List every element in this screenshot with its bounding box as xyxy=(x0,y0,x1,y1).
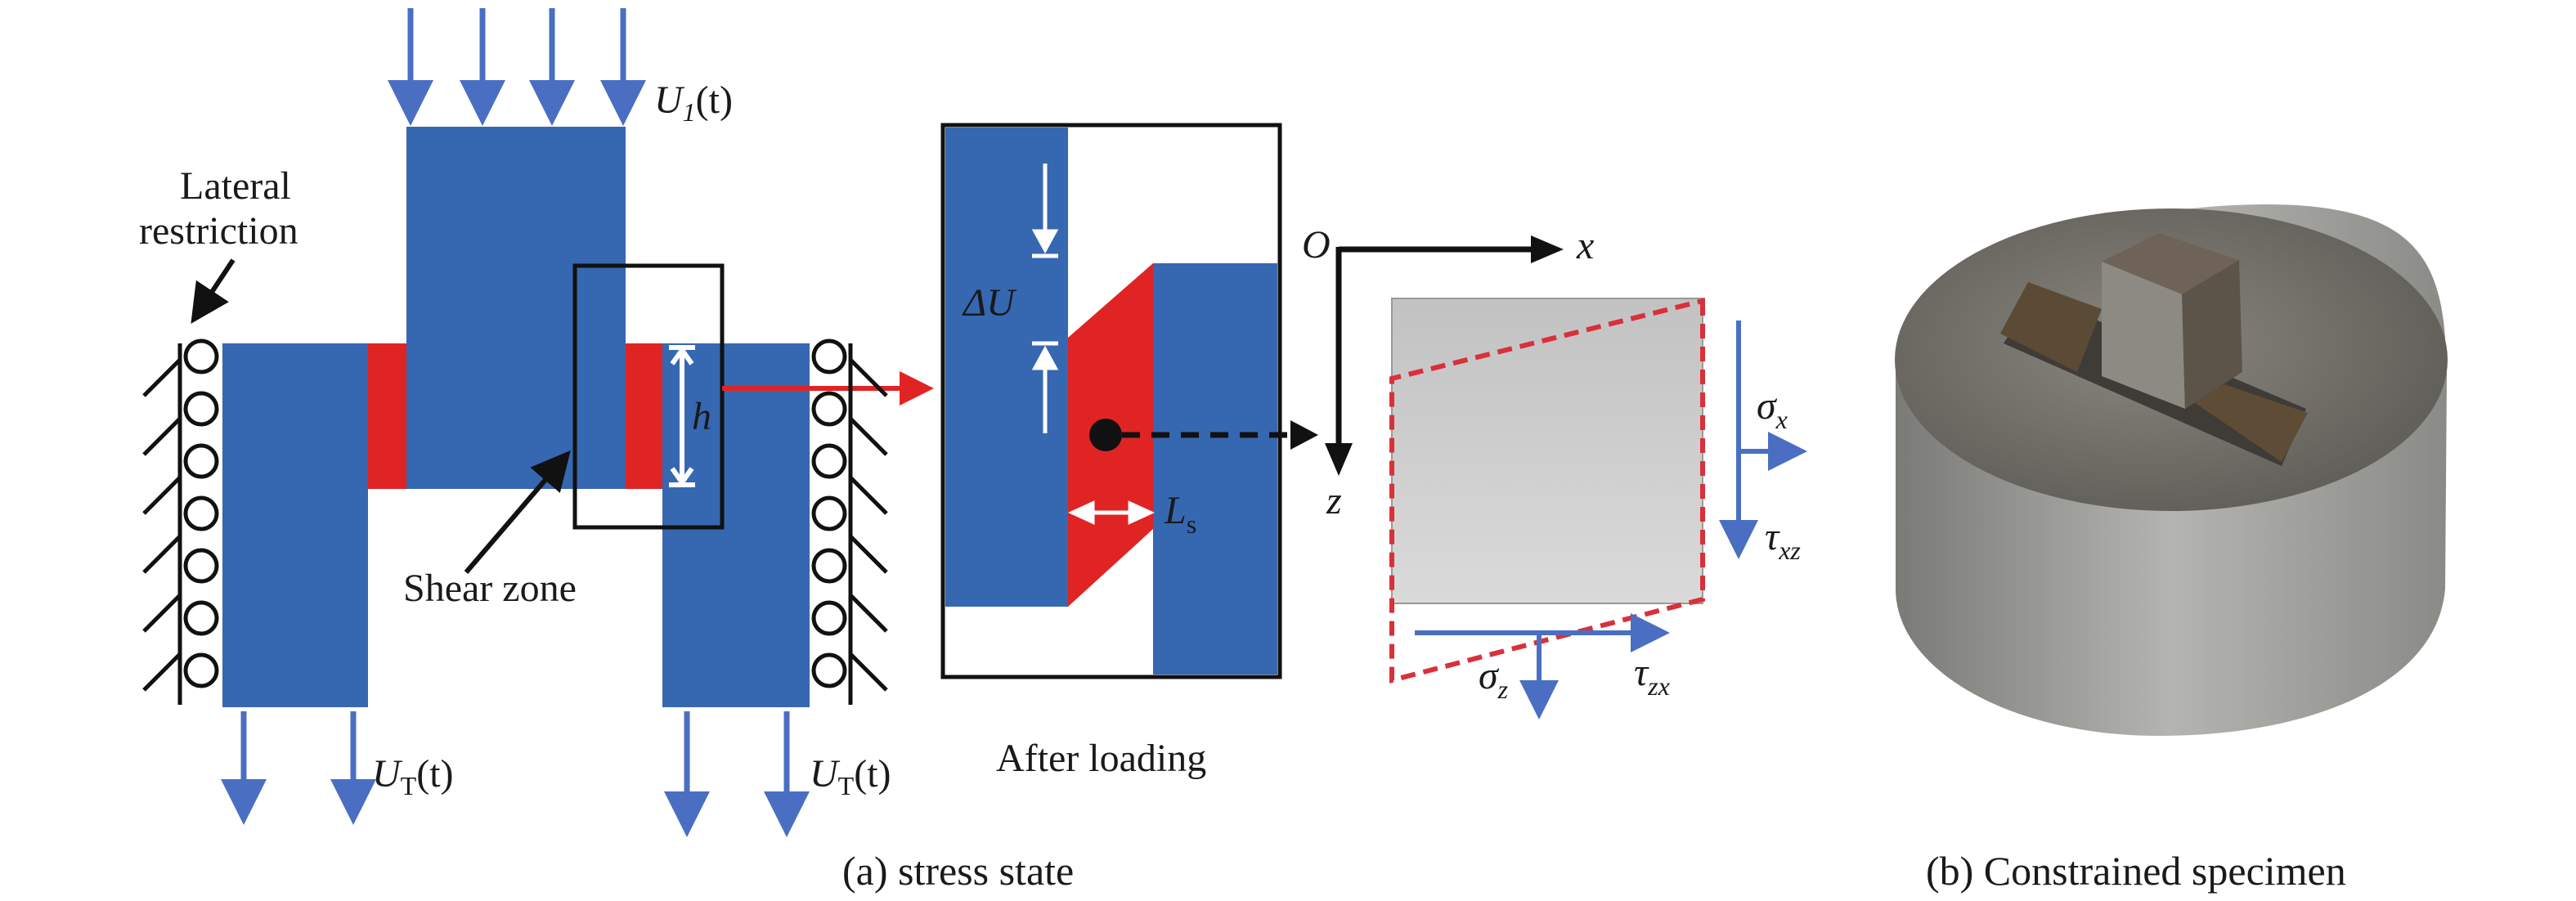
lateral-pointer xyxy=(191,258,236,325)
tau-xz-label: τxz xyxy=(1765,515,1801,565)
lateral-label-line2: restriction xyxy=(139,209,298,253)
top-load-arrows xyxy=(388,8,646,126)
caption-b: (b) Constrained specimen xyxy=(1926,848,2346,894)
left-roller-5 xyxy=(183,548,219,584)
deformed-outline xyxy=(1389,298,1705,684)
loading-schematic: U1(t) h Shear zone Lateral restriction xyxy=(139,8,934,837)
left-roller-2 xyxy=(183,391,219,427)
h-label: h xyxy=(692,395,711,438)
x-axis-head xyxy=(1531,235,1564,263)
right-roller-5 xyxy=(811,548,847,584)
sigma-z-label: σz xyxy=(1479,654,1509,704)
left-roller-6 xyxy=(183,600,219,636)
right-roller-6 xyxy=(811,600,847,636)
specimen-illustration xyxy=(1895,204,2448,736)
lateral-label-line1: Lateral xyxy=(180,164,291,208)
z-axis-head xyxy=(1325,443,1353,476)
origin-label: O xyxy=(1302,223,1331,267)
caption-a: (a) stress state xyxy=(842,848,1074,894)
specimen-cube-top xyxy=(2102,233,2239,294)
ut-label-right: UT(t) xyxy=(810,752,891,800)
left-support xyxy=(142,338,219,705)
z-axis-label: z xyxy=(1326,479,1342,522)
delta-u-dimension xyxy=(1031,164,1059,433)
specimen-cube-left xyxy=(2102,262,2185,409)
left-shear-zone xyxy=(368,343,406,489)
right-shear-zone xyxy=(626,343,662,489)
right-roller-3 xyxy=(811,443,847,479)
left-roller-3 xyxy=(183,443,219,479)
right-roller-7 xyxy=(811,652,847,688)
shear-zone-pointer xyxy=(464,450,571,574)
center-block xyxy=(406,127,626,489)
left-block xyxy=(222,343,368,707)
x-axis-label: x xyxy=(1576,224,1594,267)
after-loading-label: After loading xyxy=(996,737,1206,780)
left-roller-7 xyxy=(183,652,219,688)
h-dimension xyxy=(669,345,695,487)
u1-label: U1(t) xyxy=(654,78,733,127)
detail-box xyxy=(572,263,725,530)
ls-label: Ls xyxy=(1164,489,1196,539)
right-roller-1 xyxy=(811,338,847,374)
material-point xyxy=(1089,419,1122,451)
stress-element-diagram: O x z σx τxz σz τzx xyxy=(1302,223,1807,719)
sigma-x-label: σx xyxy=(1757,384,1788,434)
zoom-right-block xyxy=(1153,263,1277,675)
left-roller-4 xyxy=(183,495,219,531)
stress-element xyxy=(1391,298,1703,604)
ut-label-left: UT(t) xyxy=(372,752,454,800)
specimen-wing-right xyxy=(2192,384,2308,462)
specimen-wing-left xyxy=(2000,282,2102,372)
right-roller-4 xyxy=(811,495,847,531)
shear-zone-label: Shear zone xyxy=(403,567,577,610)
after-loading-detail: ΔU Ls After loading xyxy=(940,123,1318,780)
delta-u-label: ΔU xyxy=(962,281,1017,325)
right-roller-2 xyxy=(811,391,847,427)
bottom-load-arrows xyxy=(221,711,810,837)
right-support xyxy=(811,338,888,705)
specimen-cube-right xyxy=(2182,260,2242,409)
tau-zx-label: τzx xyxy=(1634,651,1670,701)
ls-dimension xyxy=(1067,500,1156,525)
left-roller-1 xyxy=(183,338,219,374)
dashed-arrow-head xyxy=(1290,420,1318,450)
